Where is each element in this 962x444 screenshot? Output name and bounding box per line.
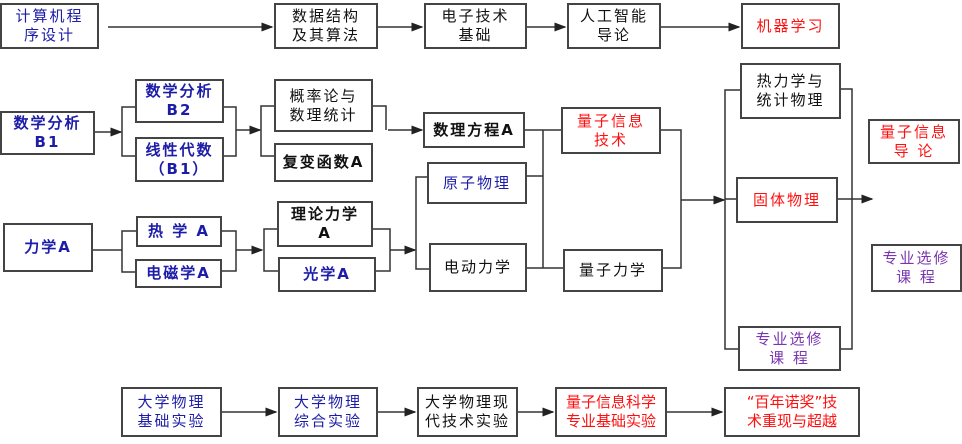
course-analysis-b2: 数学分析 B2 xyxy=(135,79,224,123)
course-optics: 光学A xyxy=(278,257,376,292)
lab-modern-tech: 大学物理现 代技术实验 xyxy=(417,387,518,437)
course-mechanics: 力学A xyxy=(3,223,93,272)
course-complex-functions: 复变函数A xyxy=(274,143,373,182)
course-quantum-info-tech: 量子信息 技术 xyxy=(561,107,661,154)
course-quantum-info-intro: 量子信息 导 论 xyxy=(868,119,960,164)
course-programming: 计算机程 序设计 xyxy=(0,3,99,49)
course-electronics: 电子技术 基础 xyxy=(424,3,527,49)
course-solid-state: 固体物理 xyxy=(736,177,838,223)
course-probability: 概率论与 数理统计 xyxy=(274,79,373,132)
course-analysis-b1: 数学分析 B1 xyxy=(0,111,95,155)
lab-quantum: 量子信息科学 专业基础实验 xyxy=(555,387,667,437)
course-electives-mid: 专业选修 课 程 xyxy=(738,326,841,371)
course-electromagnetism: 电磁学A xyxy=(135,259,222,288)
course-quantum-mechanics: 量子力学 xyxy=(563,249,663,292)
course-ai-intro: 人工智能 导论 xyxy=(567,3,661,49)
lab-nobel: “百年诺奖”技 术重现与超越 xyxy=(724,387,860,437)
course-electrodynamics: 电动力学 xyxy=(429,243,527,292)
course-theoretical-mechanics: 理论力学 A xyxy=(277,201,373,247)
course-thermo-stat: 热力学与 统计物理 xyxy=(740,63,841,119)
lab-basic: 大学物理 基础实验 xyxy=(121,387,222,437)
course-electives-right: 专业选修 课 程 xyxy=(871,244,962,292)
course-machine-learning: 机器学习 xyxy=(741,3,840,49)
course-linear-algebra: 线性代数 （B1） xyxy=(135,137,224,182)
course-data-structures: 数据结构 及其算法 xyxy=(274,3,378,49)
lab-comprehensive: 大学物理 综合实验 xyxy=(278,387,378,437)
course-math-physics-equations: 数理方程A xyxy=(423,112,525,148)
course-thermal: 热 学 A xyxy=(136,216,222,247)
course-atomic-physics: 原子物理 xyxy=(427,162,527,204)
